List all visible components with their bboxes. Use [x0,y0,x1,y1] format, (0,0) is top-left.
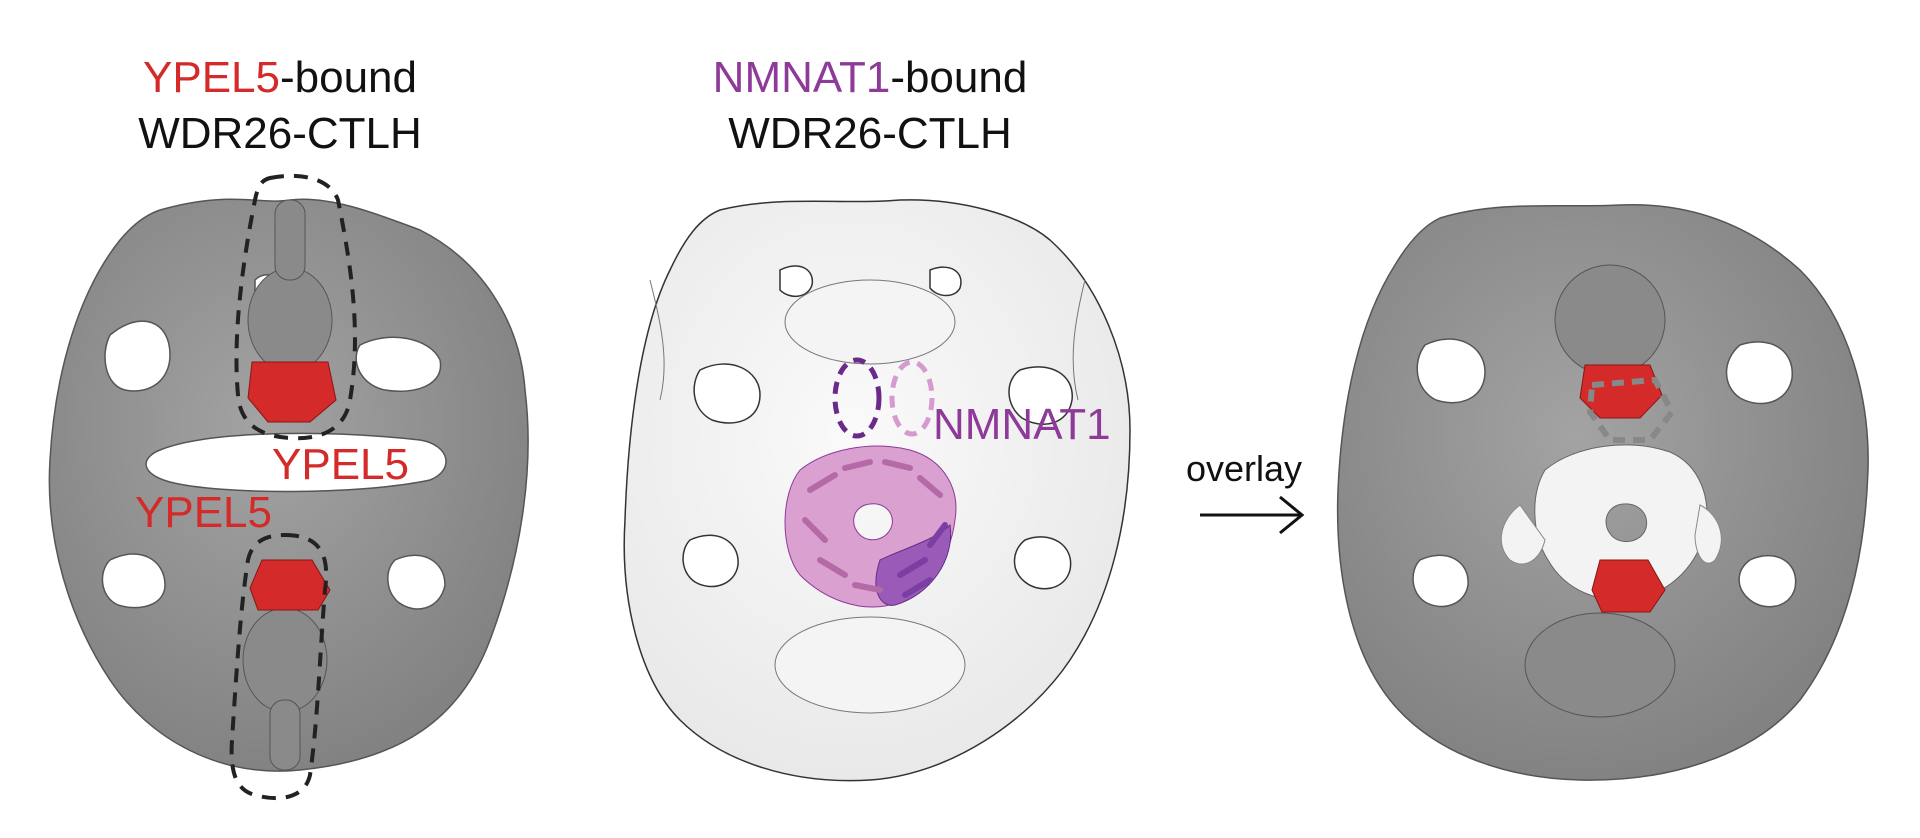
overlay-ypel5-density-bottom [1591,559,1666,613]
overlay-dashed-outline [1586,376,1676,443]
overlay-label: overlay [1186,448,1303,489]
nmnat1-label: NMNAT1 [933,400,1111,449]
ypel5-title-line2: WDR26-CTLH [138,109,422,158]
ypel5-complex-density [48,198,529,772]
ypel5-bottom-dashed-outline [229,532,329,801]
ypel5-title-rest: -bound [279,53,417,102]
ypel5-density-top [247,361,337,423]
nmnat1-title-line2: WDR26-CTLH [728,109,1012,158]
nmnat1-title-highlight: NMNAT1 [712,53,891,102]
nmnat1-dashed-oval-light [889,359,935,437]
nmnat1-cartoon-structure [784,445,957,608]
ypel5-density-bottom [249,559,331,611]
nmnat1-title-rest: -bound [890,53,1028,102]
nmnat1-dashed-oval-dark [832,357,882,439]
overlay-complex-density [1336,203,1869,781]
ypel5-label-top: YPEL5 [272,440,409,489]
nmnat1-panel-title: NMNAT1-bound WDR26-CTLH [660,50,1080,162]
ypel5-label-bottom: YPEL5 [135,488,272,537]
ypel5-panel-title: YPEL5-bound WDR26-CTLH [90,50,470,162]
ypel5-top-dashed-outline [234,173,357,441]
ypel5-title-highlight: YPEL5 [143,53,280,102]
